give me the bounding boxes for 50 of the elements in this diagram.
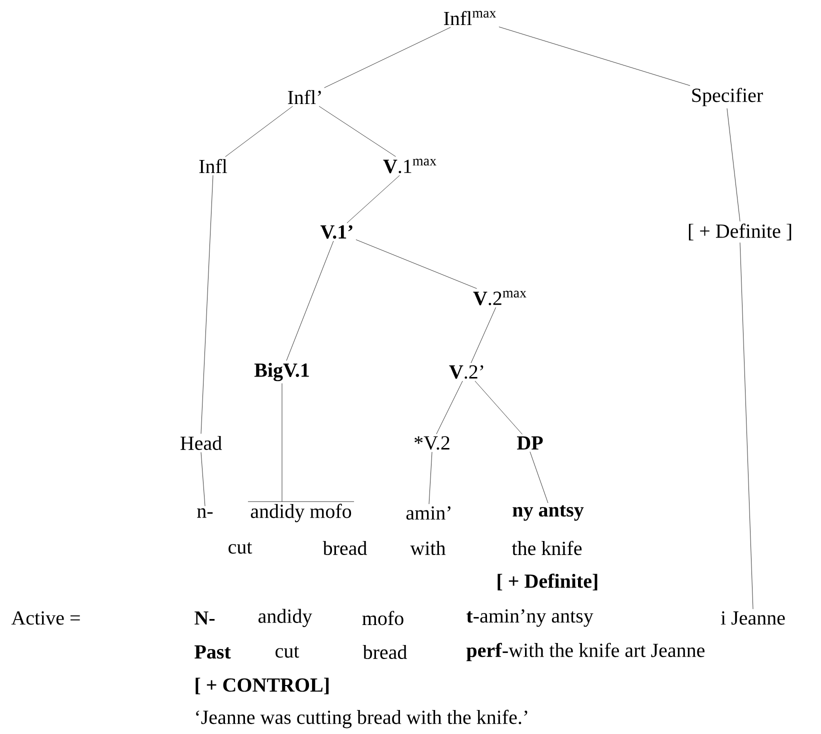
word-group: andidy mofo [248,501,354,522]
tree-label: i Jeanne [720,611,785,625]
tree-branch [346,175,400,224]
tree-label: Infl’ [288,90,321,104]
tree-branch [428,452,432,504]
tree-branch [225,106,293,157]
tree-label: *V.2 [414,436,450,450]
tree-label: amin’ [406,506,450,520]
gloss-text: bread [322,540,367,556]
tree-branch [740,242,754,610]
gloss-text: cut [276,646,300,658]
gloss-text: t-amin’ny antsy [466,609,594,627]
tree-label: Head [180,436,222,450]
gloss-text: andidy [258,608,312,628]
tree-label: BigV.1 [254,362,309,382]
tree-label: DP [517,436,543,450]
gloss-text: [ + CONTROL] [196,678,329,694]
tree-label: V.2’ [449,365,484,379]
tree-label: [ + Definite ] [688,224,792,240]
tree-label: Specifier [692,88,763,106]
tree-branch [726,108,740,222]
gloss-text: Active = [11,611,80,625]
gloss-text: cut [228,542,252,554]
tree-label: V.1$^{max}$ [383,158,436,174]
tree-branch [530,452,548,504]
tree-branch [498,26,690,86]
gloss-text: N- [194,611,215,625]
tree-branch [356,239,477,289]
tree-label: Infl$^{max}$ [444,10,496,26]
tree-branch [324,27,451,88]
tree-label: Infl [199,158,228,174]
tree-branch [470,307,496,364]
tree-branch [474,380,522,434]
gloss-text: mofo [362,610,404,626]
tree-branch [200,452,206,506]
tree-label: V.2$^{max}$ [473,290,526,306]
tree-label: V.1’ [320,225,352,239]
gloss-text: Past [194,645,231,659]
gloss-text: perf-with the knife art Jeanne [466,642,704,662]
gloss-text: ‘Jeanne was cutting bread with the knife.’ [196,710,528,728]
gloss-text: bread [362,644,407,660]
gloss-text: with [410,540,446,556]
tree-label: ny antsy [512,505,584,521]
tree-branch [318,106,396,157]
tree-branch [200,175,214,434]
tree-branch [436,380,463,434]
tree-branch [286,240,334,361]
gloss-text: [ + Definite] [498,574,598,590]
tree-label: n- [197,508,213,518]
gloss-text: the knife [512,540,582,556]
